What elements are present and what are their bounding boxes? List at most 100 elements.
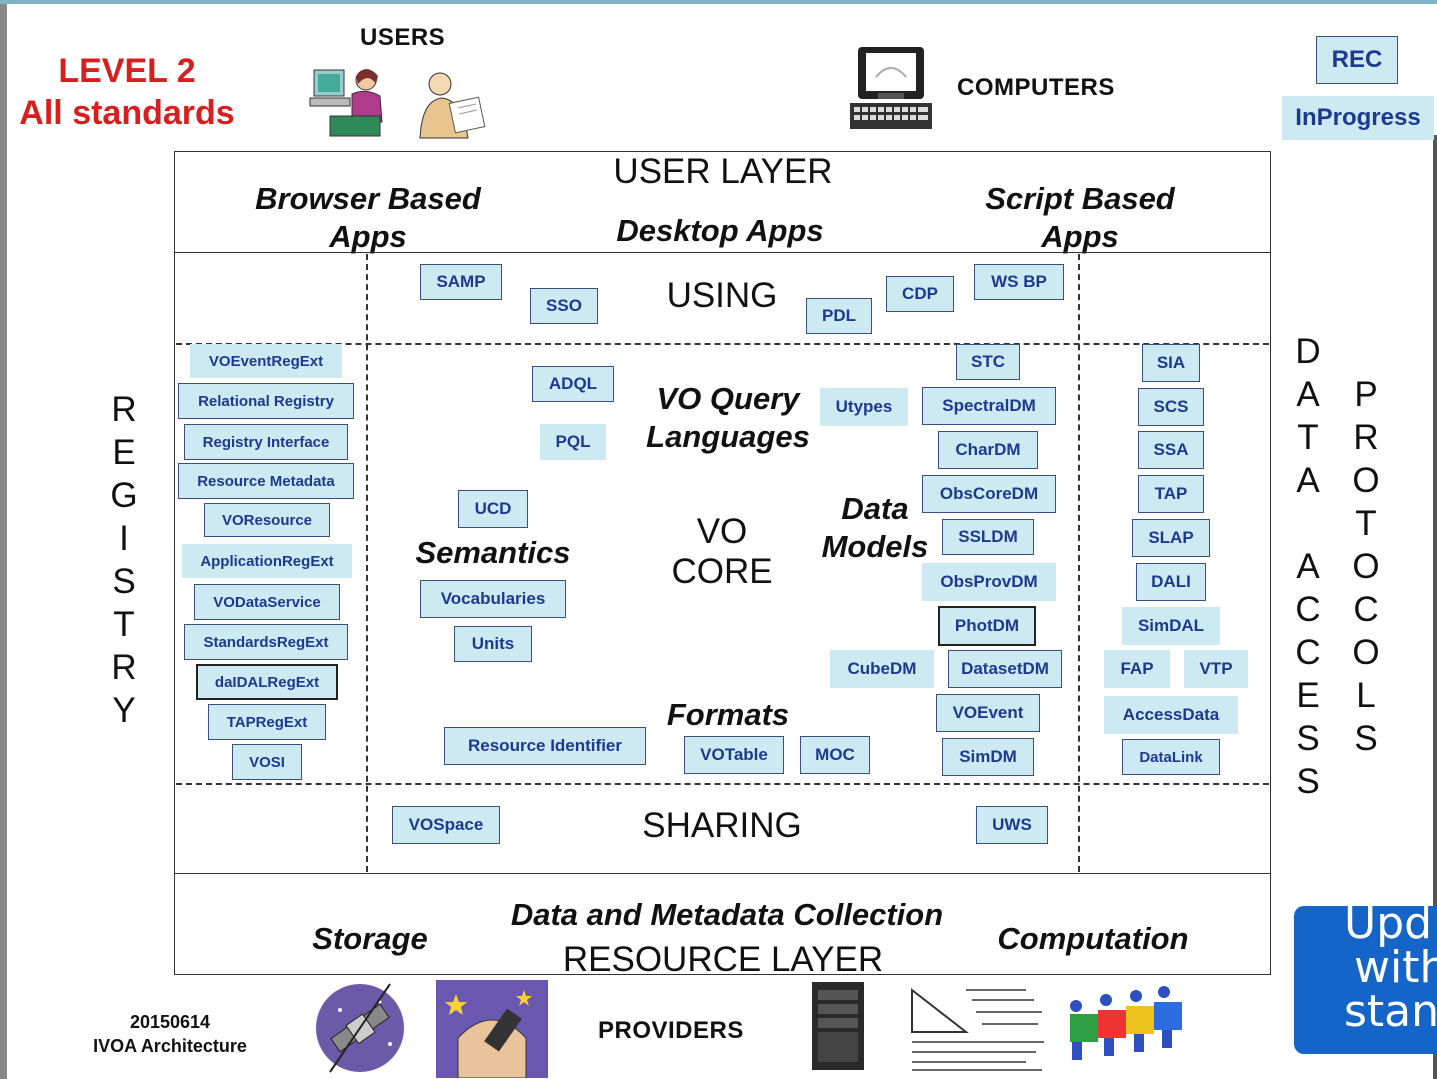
std-obsprovdm[interactable]: ObsProvDM (922, 563, 1056, 601)
computer-icon (850, 47, 932, 129)
data-models-label: Data Models (812, 490, 938, 566)
providers-label: PROVIDERS (598, 1017, 744, 1044)
users-label: USERS (360, 24, 446, 51)
sharing-label: SHARING (642, 806, 802, 845)
std-vocabularies[interactable]: Vocabularies (420, 580, 566, 618)
registry-vertical-label: R E G I S T R Y (104, 388, 144, 732)
protocols-letter: O (1352, 633, 1380, 672)
data-access-letter: S (1296, 762, 1320, 801)
std-moc[interactable]: MOC (800, 736, 870, 774)
std-sso[interactable]: SSO (530, 288, 598, 324)
resource-layer-box (174, 873, 1271, 975)
footer-architecture: IVOA Architecture (93, 1036, 247, 1056)
std-cubedm[interactable]: CubeDM (830, 650, 934, 688)
std-uws[interactable]: UWS (976, 806, 1048, 844)
std-utypes[interactable]: Utypes (820, 388, 908, 426)
protocols-letter: S (1354, 719, 1378, 758)
level-title: LEVEL 2 All standards (8, 50, 246, 134)
std-pql[interactable]: PQL (540, 424, 606, 460)
footer-caption: 20150614 IVOA Architecture (70, 1010, 270, 1058)
std-simdm[interactable]: SimDM (942, 738, 1034, 776)
registry-letter: R (111, 648, 137, 687)
std-cdp[interactable]: CDP (886, 276, 954, 312)
std-adql[interactable]: ADQL (532, 366, 614, 402)
std-dali[interactable]: DALI (1136, 563, 1206, 601)
data-access-letter: C (1295, 590, 1321, 629)
std-units[interactable]: Units (454, 626, 532, 662)
top-border (0, 0, 1437, 4)
std-votable[interactable]: VOTable (684, 736, 784, 774)
std-relational-registry[interactable]: Relational Registry (178, 383, 354, 419)
registry-divider (366, 254, 368, 872)
std-sia[interactable]: SIA (1142, 344, 1200, 382)
registry-letter: Y (112, 691, 136, 730)
left-border (0, 4, 7, 1079)
std-voresource[interactable]: VOResource (204, 503, 330, 537)
std-voevent[interactable]: VOEvent (936, 694, 1040, 732)
data-access-letter: D (1295, 332, 1321, 371)
protocols-letter: P (1354, 375, 1378, 414)
formats-label: Formats (666, 697, 790, 732)
std-obscoredm[interactable]: ObsCoreDM (922, 475, 1056, 513)
vo-query-line1: VO Query (656, 381, 800, 416)
resource-layer-title: RESOURCE LAYER (562, 940, 884, 979)
std-simdal[interactable]: SimDAL (1122, 607, 1220, 645)
data-access-vertical-label: D A T A A C C E S S (1288, 330, 1328, 803)
user-at-computer-icon (309, 69, 383, 137)
data-access-divider (1078, 254, 1080, 872)
std-standardsregext[interactable]: StandardsRegExt (184, 624, 348, 660)
std-scs[interactable]: SCS (1138, 388, 1204, 426)
footer-date: 20150614 (129, 1012, 211, 1032)
data-access-gap (1288, 502, 1328, 545)
std-ssa[interactable]: SSA (1138, 431, 1204, 469)
std-photdm[interactable]: PhotDM (938, 606, 1036, 646)
std-vtp[interactable]: VTP (1184, 650, 1248, 688)
puzzle-people-icon (1070, 986, 1182, 1060)
equations-icon (911, 987, 1044, 1071)
std-slap[interactable]: SLAP (1132, 519, 1210, 557)
std-tap[interactable]: TAP (1138, 475, 1204, 513)
std-vospace[interactable]: VOSpace (392, 806, 500, 844)
std-accessdata[interactable]: AccessData (1104, 696, 1238, 734)
std-tapregext[interactable]: TAPRegExt (208, 704, 326, 740)
update-standards-button[interactable]: Upd with stan (1294, 906, 1437, 1054)
std-datalink[interactable]: DataLink (1122, 739, 1220, 775)
registry-letter: R (111, 390, 137, 429)
std-resource-identifier[interactable]: Resource Identifier (444, 727, 646, 765)
std-chardm[interactable]: CharDM (938, 431, 1038, 469)
user-reading-icon (419, 72, 486, 139)
level-title-line2: All standards (19, 94, 235, 132)
std-ssldm[interactable]: SSLDM (942, 519, 1034, 555)
std-datasetdm[interactable]: DatasetDM (948, 650, 1062, 688)
computation-label: Computation (997, 921, 1189, 956)
std-vosi[interactable]: VOSI (232, 744, 302, 780)
protocols-letter: L (1356, 676, 1376, 715)
registry-letter: S (112, 562, 136, 601)
sharing-divider (176, 783, 1269, 785)
browser-based-line2: Apps (329, 219, 407, 254)
data-access-letter: E (1296, 676, 1320, 715)
std-stc[interactable]: STC (956, 344, 1020, 380)
std-fap[interactable]: FAP (1104, 650, 1170, 688)
std-samp[interactable]: SAMP (420, 264, 502, 300)
std-vodataservice[interactable]: VODataService (194, 584, 340, 620)
std-applicationregext[interactable]: ApplicationRegExt (182, 544, 352, 578)
data-access-letter: C (1295, 633, 1321, 672)
std-resource-metadata[interactable]: Resource Metadata (178, 463, 354, 499)
std-ucd[interactable]: UCD (458, 490, 528, 528)
std-voeventregext[interactable]: VOEventRegExt (190, 344, 342, 378)
data-access-letter: S (1296, 719, 1320, 758)
legend-rec: REC (1316, 36, 1398, 84)
script-based-apps: Script Based Apps (960, 180, 1200, 256)
browser-based-line1: Browser Based (255, 181, 481, 216)
level-title-line1: LEVEL 2 (58, 52, 196, 90)
std-pdl[interactable]: PDL (806, 298, 872, 334)
data-access-letter: A (1296, 375, 1320, 414)
std-spectraldm[interactable]: SpectralDM (922, 387, 1056, 425)
std-ws-bp[interactable]: WS BP (974, 264, 1064, 300)
std-registry-interface[interactable]: Registry Interface (184, 424, 348, 460)
std-daidalregext[interactable]: daIDALRegExt (196, 664, 338, 700)
vo-core-line2: CORE (671, 552, 773, 591)
registry-letter: E (112, 433, 136, 472)
observatory-icon (436, 980, 548, 1078)
